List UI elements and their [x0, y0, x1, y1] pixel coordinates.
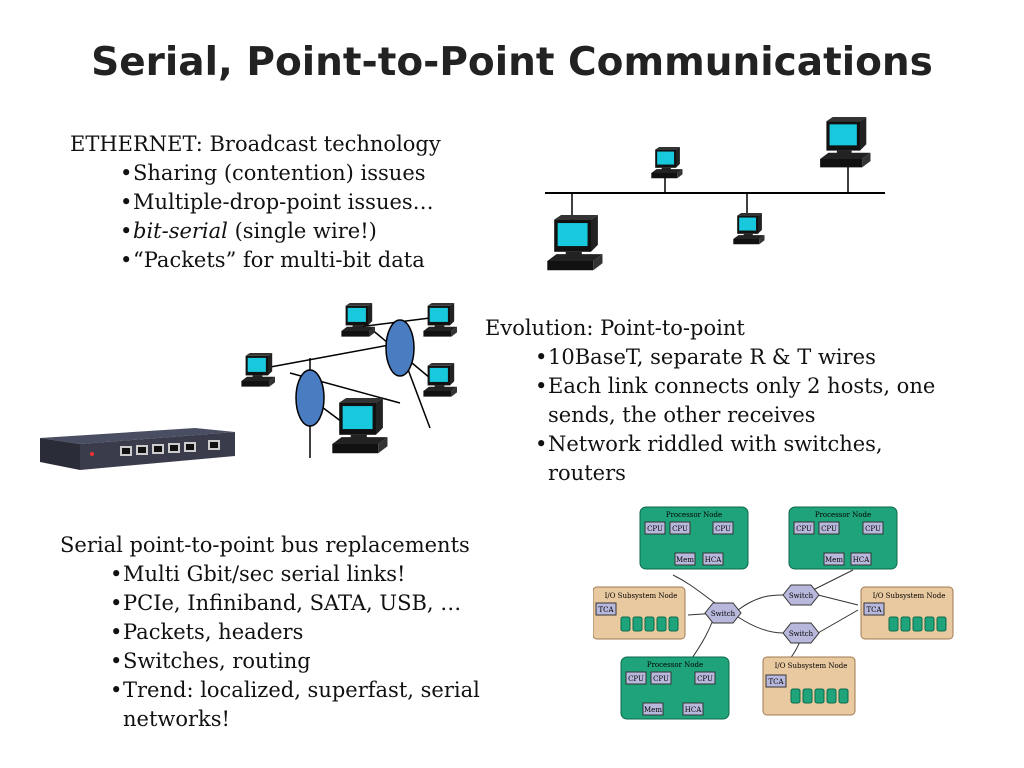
bus-bullets: Multi Gbit/sec serial links! PCIe, Infin… [110, 560, 560, 734]
bullet-item: Switches, routing [110, 647, 560, 676]
computer-icon [332, 398, 388, 454]
bullet-item: Packets, headers [110, 618, 560, 647]
svg-text:Switch: Switch [789, 630, 814, 638]
ethernet-bus-diagram [540, 115, 900, 290]
bullet-item: Network riddled with switches, routers [535, 430, 948, 488]
svg-text:CPU: CPU [672, 525, 688, 533]
slide-title: Serial, Point-to-Point Communications [91, 40, 933, 85]
svg-text:Mem: Mem [676, 556, 694, 564]
svg-text:CPU: CPU [796, 525, 812, 533]
evolution-section: Evolution: Point-to-point 10BaseT, separ… [485, 314, 1005, 488]
computer-icon [733, 213, 765, 245]
computer-icon [547, 215, 603, 271]
bus-replacements-section: Serial point-to-point bus replacements M… [60, 531, 560, 734]
io-subsystem-node: I/O Subsystem Node TCA [762, 656, 856, 716]
computer-icon [423, 363, 457, 397]
bullet-item: “Packets” for multi-bit data [120, 246, 510, 275]
svg-text:TCA: TCA [768, 678, 784, 686]
bullet-item: Sharing (contention) issues [120, 159, 510, 188]
svg-text:I/O Subsystem Node: I/O Subsystem Node [605, 592, 678, 600]
evolution-bullets: 10BaseT, separate R & T wires Each link … [535, 343, 1005, 488]
bus-heading: Serial point-to-point bus replacements [60, 533, 470, 557]
svg-text:I/O Subsystem Node: I/O Subsystem Node [873, 592, 946, 600]
io-subsystem-node: I/O Subsystem Node TCA [593, 586, 686, 640]
computer-icon [651, 147, 683, 179]
svg-text:CPU: CPU [628, 675, 644, 683]
svg-text:CPU: CPU [821, 525, 837, 533]
io-subsystem-node: I/O Subsystem Node TCA [860, 586, 954, 640]
bullet-item: bit-serial (single wire!) [120, 217, 510, 246]
svg-text:I/O Subsystem Node: I/O Subsystem Node [775, 662, 848, 670]
svg-text:Processor Node: Processor Node [647, 661, 703, 669]
ethernet-section: ETHERNET: Broadcast technology Sharing (… [70, 130, 510, 275]
computer-icon [341, 303, 375, 337]
svg-text:CPU: CPU [653, 675, 669, 683]
svg-text:Mem: Mem [825, 556, 843, 564]
evolution-heading: Evolution: Point-to-point [485, 316, 745, 340]
svg-text:Mem: Mem [644, 706, 662, 714]
bullet-item: PCIe, Infiniband, SATA, USB, … [110, 589, 560, 618]
svg-text:CPU: CPU [697, 675, 713, 683]
bullet-item: 10BaseT, separate R & T wires [535, 343, 1005, 372]
computer-icon [820, 117, 871, 168]
fabric-diagram: Processor Node CPU CPU CPU Mem HCA Proce… [593, 505, 955, 725]
processor-node: Processor Node CPU CPU CPU Mem HCA [788, 506, 898, 570]
network-switch-image [40, 410, 240, 475]
computer-icon [241, 353, 275, 387]
bullet-item: Each link connects only 2 hosts, one sen… [535, 372, 948, 430]
emphasis-text: bit-serial [133, 219, 228, 243]
svg-text:HCA: HCA [853, 556, 870, 564]
bullet-item: Multi Gbit/sec serial links! [110, 560, 560, 589]
svg-text:CPU: CPU [865, 525, 881, 533]
ethernet-heading: ETHERNET: Broadcast technology [70, 132, 441, 156]
hub-shape [385, 319, 415, 377]
computer-icon [423, 303, 457, 337]
processor-node: Processor Node CPU CPU CPU Mem HCA [620, 656, 730, 720]
ethernet-bullets: Sharing (contention) issues Multiple-dro… [120, 159, 510, 275]
svg-text:TCA: TCA [866, 606, 882, 614]
processor-node: Processor Node CPU CPU CPU Mem HCA [639, 506, 749, 570]
point-to-point-diagram [230, 298, 470, 488]
bullet-item: Multiple-drop-point issues… [120, 188, 510, 217]
switch-node: Switch [704, 602, 742, 624]
svg-text:Switch: Switch [711, 610, 736, 618]
hub-shape [295, 369, 325, 427]
svg-text:HCA: HCA [685, 706, 702, 714]
svg-text:Switch: Switch [789, 592, 814, 600]
svg-text:CPU: CPU [647, 525, 663, 533]
svg-text:Processor Node: Processor Node [815, 511, 871, 519]
switch-node: Switch [782, 622, 820, 644]
svg-text:HCA: HCA [705, 556, 722, 564]
bullet-item: Trend: localized, superfast, serial netw… [110, 676, 523, 734]
switch-node: Switch [782, 584, 820, 606]
svg-text:Processor Node: Processor Node [666, 511, 722, 519]
svg-text:CPU: CPU [715, 525, 731, 533]
svg-text:TCA: TCA [598, 606, 614, 614]
